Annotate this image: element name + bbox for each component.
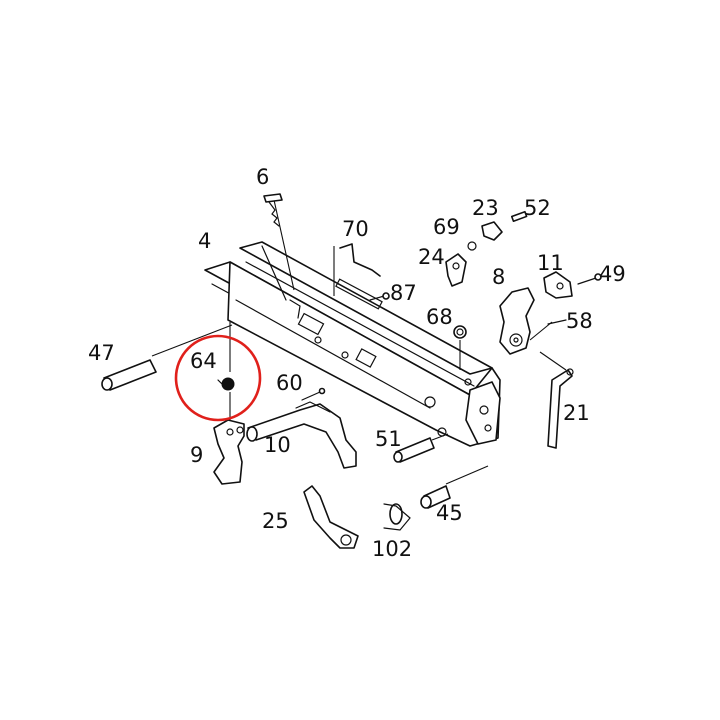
part-64-assembly: [217, 322, 235, 420]
clip-part-69: [467, 241, 477, 251]
label-part-6: 6: [256, 165, 269, 189]
label-part-47: 47: [88, 341, 115, 365]
trigger-bar-part-10: [246, 401, 357, 469]
lever-part-25: [303, 485, 359, 549]
label-part-68: 68: [426, 305, 453, 329]
label-part-10: 10: [264, 433, 291, 457]
screw-part-6: [263, 193, 295, 291]
screw-part-49: [577, 273, 602, 285]
label-part-58: 58: [566, 309, 593, 333]
highlight-circle-part-64: [174, 334, 262, 422]
label-part-51: 51: [375, 427, 402, 451]
spring-rod-part-21: [539, 351, 574, 449]
label-part-64: 64: [190, 349, 217, 373]
label-part-45: 45: [436, 501, 463, 525]
label-part-4: 4: [198, 229, 211, 253]
pin-part-47: [101, 324, 233, 391]
screw-part-87: [369, 292, 390, 301]
label-part-9: 9: [190, 443, 203, 467]
hammer-part-8: [499, 287, 553, 355]
label-part-60: 60: [276, 371, 303, 395]
label-part-102: 102: [372, 537, 412, 561]
label-part-69: 69: [433, 215, 460, 239]
pin-part-52: [510, 210, 528, 223]
label-part-24: 24: [418, 245, 445, 269]
pin-part-45: [420, 465, 489, 509]
label-part-21: 21: [563, 401, 590, 425]
label-part-25: 25: [262, 509, 289, 533]
label-part-11: 11: [537, 251, 564, 275]
pin-part-58: [547, 319, 567, 325]
label-part-87: 87: [390, 281, 417, 305]
spring-part-70: [333, 243, 381, 296]
frame-rail-part-4: [204, 241, 501, 447]
spring-clip-part-102: [383, 503, 411, 531]
label-part-8: 8: [492, 265, 505, 289]
pin-part-60: [301, 387, 326, 401]
trigger-part-9: [213, 419, 245, 485]
catch-part-23: [481, 221, 503, 241]
label-part-70: 70: [342, 217, 369, 241]
lever-part-24: [445, 253, 467, 287]
label-part-49: 49: [599, 262, 626, 286]
ring-part-68: [453, 325, 467, 370]
block-part-11: [543, 271, 573, 299]
label-part-52: 52: [524, 196, 551, 220]
label-part-23: 23: [472, 196, 499, 220]
pin-part-51: [393, 433, 449, 463]
